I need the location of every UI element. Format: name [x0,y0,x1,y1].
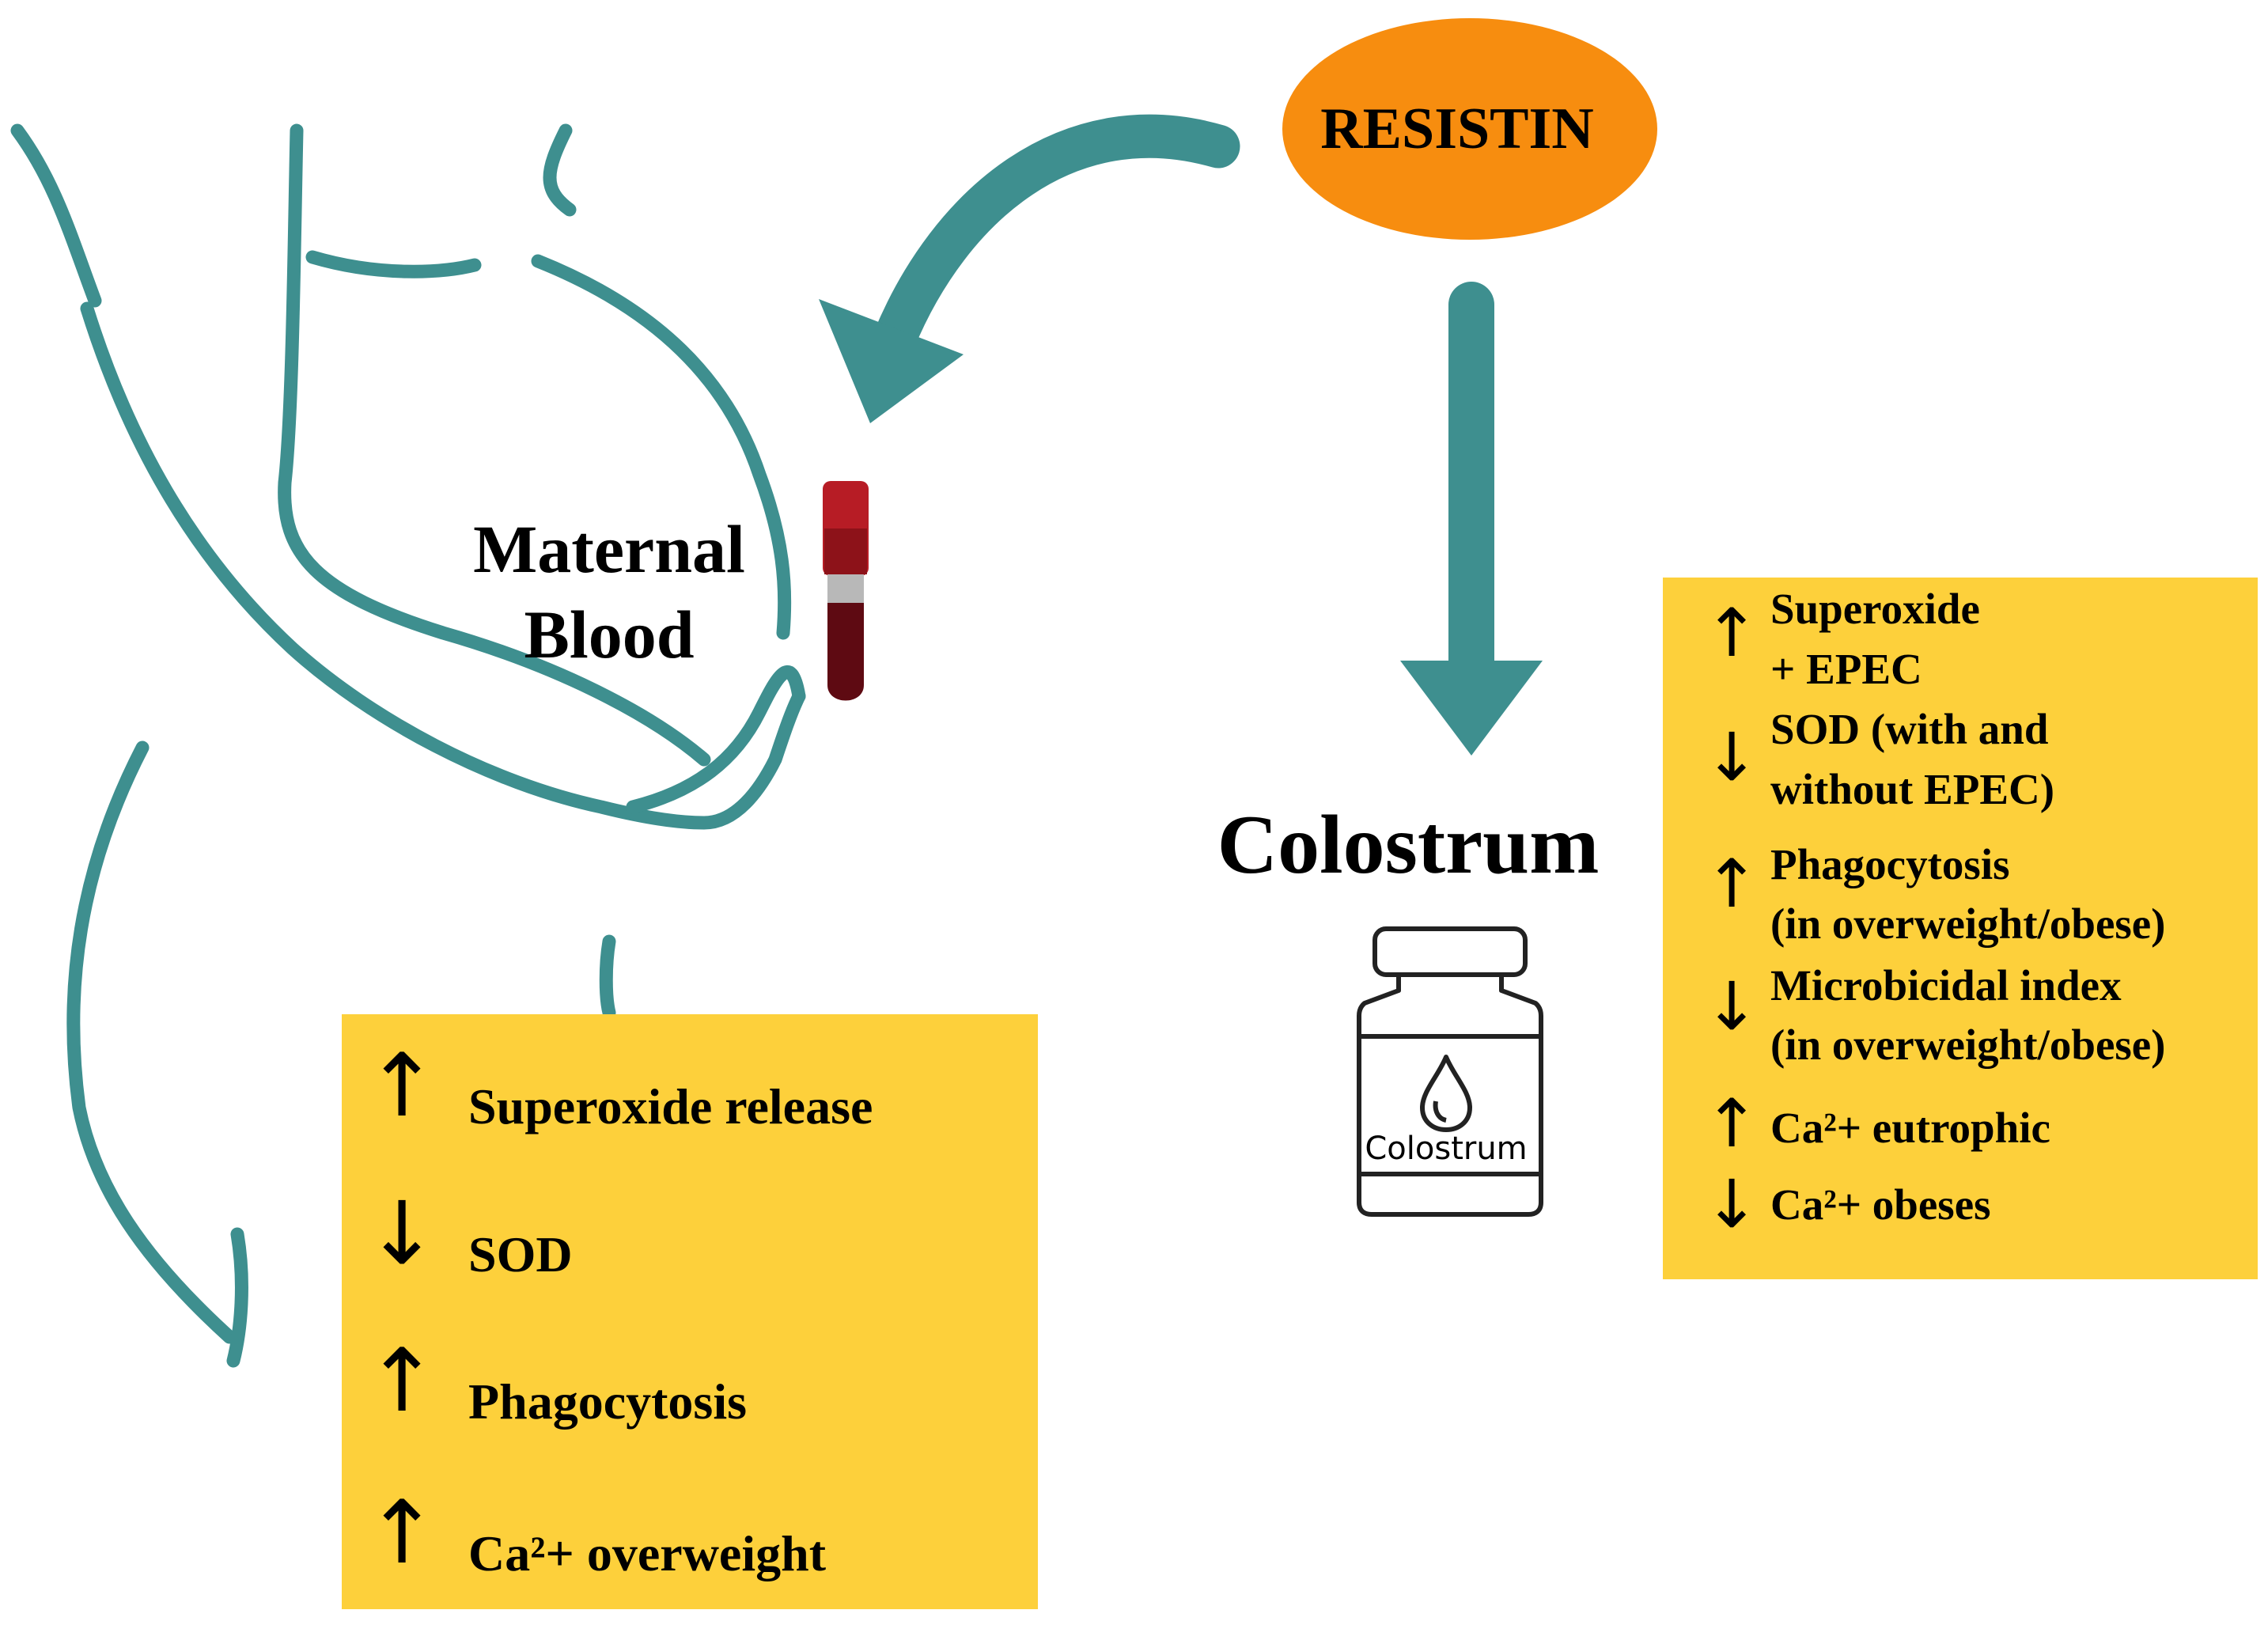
down-arrow-icon: ↓ [1704,968,1760,1045]
up-arrow-icon: ↑ [1704,1085,1760,1162]
colostrum-effect-line: (in overweight/obese) [1770,1021,2166,1069]
blood-effect-text: Ca²+ overweight [468,1525,826,1581]
blood-effect-text: Superoxide release [468,1078,873,1134]
colostrum-effect-line: Ca²+ obeses [1770,1180,1991,1229]
down-arrow-to-colostrum [1400,282,1543,756]
down-arrow-icon: ↓ [1704,1165,1760,1243]
colostrum-label: Colostrum [1217,798,1600,891]
down-arrow-icon: ↓ [1704,718,1760,796]
up-arrow-icon: ↑ [365,1330,439,1431]
down-arrow-icon: ↓ [365,1183,439,1284]
colostrum-effects-box: ↑ Superoxide + EPEC ↓ SOD (with and with… [1663,578,2258,1279]
bottle-label: Colostrum [1365,1131,1528,1167]
colostrum-effect-line: + EPEC [1770,645,1922,693]
colostrum-effect-line: Superoxide [1770,585,1980,633]
up-arrow-icon: ↑ [1704,594,1760,672]
colostrum-effect-line: SOD (with and [1770,705,2049,753]
curved-arrow-to-blood [819,114,1240,423]
pregnant-woman-outline [10,123,806,1368]
colostrum-effect-line: Phagocytosis [1770,840,2010,888]
colostrum-effect-line: Ca²+ eutrophic [1770,1104,2050,1152]
blood-effect-text: Phagocytosis [468,1373,747,1430]
maternal-blood-label: Maternal Blood [473,511,745,672]
resistin-label: RESISTIN [1320,97,1594,161]
blood-effects-box: ↑ Superoxide release ↓ SOD ↑ Phagocytosi… [342,1014,1038,1609]
resistin-ellipse [1282,18,1657,240]
colostrum-bottle-icon [1357,926,1543,1217]
blood-tube-icon [823,481,869,701]
colostrum-effect-line: (in overweight/obese) [1770,900,2166,948]
up-arrow-icon: ↑ [365,1482,439,1583]
up-arrow-icon: ↑ [1704,845,1760,922]
up-arrow-icon: ↑ [365,1035,439,1136]
colostrum-effect-line: Microbicidal index [1770,961,2122,1009]
colostrum-effect-line: without EPEC) [1770,765,2055,813]
blood-effect-text: SOD [468,1226,573,1282]
